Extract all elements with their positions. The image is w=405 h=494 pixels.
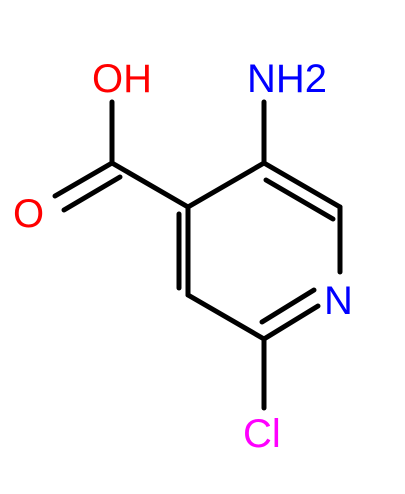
bond-n-c6-inner bbox=[259, 287, 317, 325]
bond-n-c6 bbox=[261, 303, 321, 342]
bonds bbox=[52, 99, 343, 411]
bond-c3-c2 bbox=[261, 160, 343, 210]
bond-cooh-c4 bbox=[109, 160, 191, 210]
bond-c-o-double-1 bbox=[52, 160, 115, 199]
atom-label-n: N bbox=[324, 279, 353, 323]
bond-c3-c2-inner bbox=[263, 177, 336, 222]
atom-label-nh2: NH2 bbox=[247, 57, 327, 101]
bond-c6-c5 bbox=[185, 292, 267, 342]
atom-label-o: O bbox=[13, 192, 44, 236]
atom-labels: OH O NH2 N Cl bbox=[13, 57, 353, 456]
bond-c4-c3 bbox=[185, 160, 267, 210]
bond-c-o-double-2 bbox=[61, 174, 123, 213]
atom-label-oh: OH bbox=[92, 57, 152, 101]
atom-label-cl: Cl bbox=[243, 412, 281, 456]
